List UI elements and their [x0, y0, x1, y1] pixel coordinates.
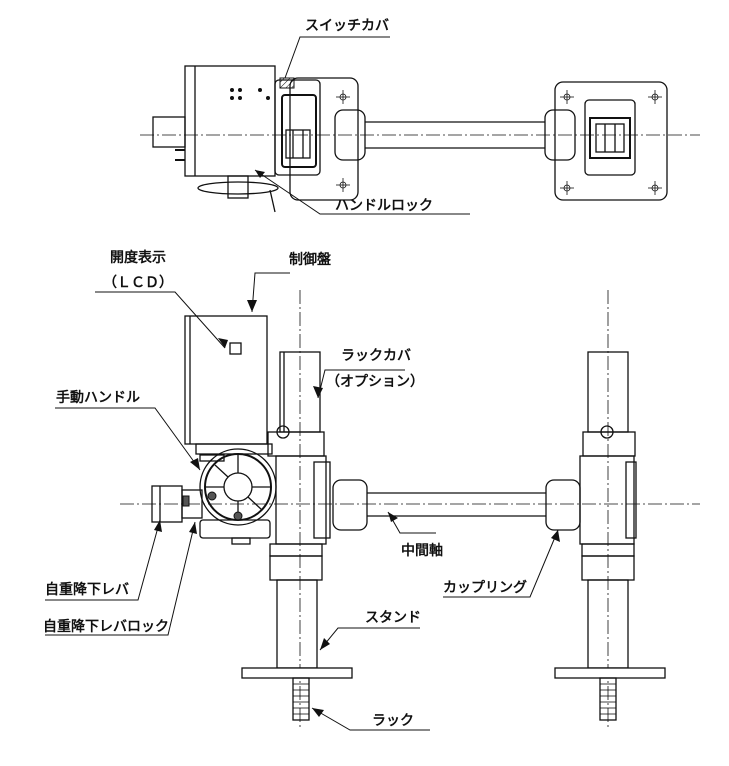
label-lcd: （ＬＣＤ） — [103, 275, 173, 291]
manual-handwheel-hub — [223, 472, 253, 502]
label-rack: ラック — [372, 713, 414, 729]
front-coupling-right — [545, 479, 581, 531]
leader-handle-lock — [254, 169, 470, 215]
label-intermediate-shaft: 中間軸 — [401, 542, 443, 559]
label-control-panel: 制御盤 — [289, 251, 332, 268]
top-view — [140, 36, 700, 215]
label-gravity-lever-lock: 自重降下レバロック — [43, 618, 169, 635]
switch-cover-part — [279, 77, 295, 89]
label-coupling: カップリング — [443, 579, 527, 596]
label-gravity-lever: 自重降下レバ — [45, 581, 129, 598]
leader-intermediate-shaft — [387, 511, 436, 534]
top-handwheel — [197, 181, 279, 195]
left-rack — [292, 677, 310, 721]
left-gearbox — [275, 455, 327, 545]
top-left-plate — [289, 77, 359, 201]
front-coupling-left — [332, 479, 368, 531]
left-stand-tube — [276, 579, 318, 669]
lcd-window — [229, 342, 242, 355]
label-switch-cover: スイッチカバ — [305, 18, 389, 34]
top-left-plate-bolts — [336, 90, 350, 192]
leader-stand — [319, 627, 420, 651]
left-lower-flange — [269, 555, 323, 581]
left-stand-base — [241, 667, 353, 679]
label-stand: スタンド — [365, 610, 421, 626]
top-shaft-stub — [152, 116, 186, 148]
top-coupling-right — [544, 109, 576, 161]
leader-manual-handle — [55, 407, 201, 471]
leader-opening-display — [95, 291, 226, 349]
label-rack-cover: ラックカバ — [341, 348, 411, 364]
leader-gravity-lever-lock — [45, 521, 196, 636]
top-housing-screws — [230, 88, 270, 100]
right-stand-base — [554, 667, 666, 679]
control-panel-box — [184, 315, 268, 445]
front-view — [45, 272, 700, 731]
label-handle-lock: ハンドルロック — [335, 198, 433, 214]
top-motor-housing — [184, 65, 276, 177]
top-right-plate — [554, 81, 668, 201]
leader-gravity-lever — [45, 519, 161, 601]
leader-switch-cover — [284, 36, 390, 79]
label-opening-display: 開度表示 — [110, 249, 166, 266]
right-rack — [599, 677, 617, 721]
label-option: （オプション） — [326, 374, 424, 390]
leader-control-panel — [251, 272, 290, 313]
top-coupling-left — [334, 109, 366, 161]
top-right-plate-bolts — [560, 90, 662, 195]
manual-handwheel-rim — [199, 448, 277, 526]
leader-rack — [311, 707, 430, 731]
label-manual-handle: 手動ハンドル — [56, 389, 140, 406]
leader-coupling — [443, 529, 559, 598]
top-gearbox — [274, 79, 321, 176]
